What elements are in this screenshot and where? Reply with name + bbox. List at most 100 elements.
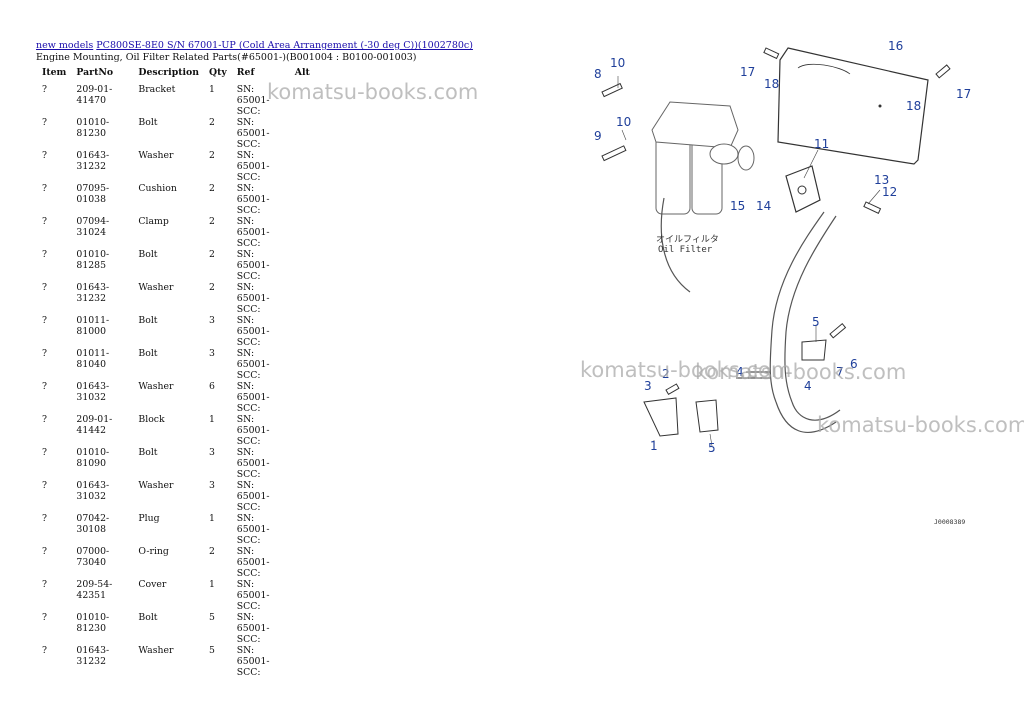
breadcrumb-link-new-models[interactable]: new models xyxy=(36,40,94,51)
callout-label-10: 10 xyxy=(610,56,625,70)
cell-ref: SN: 65001-SCC: xyxy=(236,546,270,579)
callout-label-18: 18 xyxy=(764,77,779,91)
cell-alt xyxy=(289,612,314,645)
cell-alt xyxy=(289,546,314,579)
cell-description: Cushion xyxy=(138,183,177,194)
cell-partno: 07042-30108 xyxy=(76,513,110,535)
col-header-qty: Qty xyxy=(209,66,227,78)
cell-description: Block xyxy=(138,414,165,425)
callout-label-2: 2 xyxy=(662,367,670,381)
callout-label-14: 14 xyxy=(756,199,771,213)
cell-ref: SN: 65001-SCC: xyxy=(236,612,270,645)
cell-description: Washer xyxy=(138,645,174,656)
cell-alt xyxy=(289,348,314,381)
callout-label-12: 12 xyxy=(882,185,897,199)
callout-label-4: 4 xyxy=(804,379,812,393)
cover-plate xyxy=(777,47,929,165)
cell-description: Bolt xyxy=(138,117,158,128)
cell-alt xyxy=(289,117,314,150)
callout-label-4: 4 xyxy=(736,365,744,379)
cell-ref: SN: 65001-SCC: xyxy=(236,381,270,414)
cell-alt xyxy=(289,381,314,414)
col-header-partno: PartNo xyxy=(76,66,114,78)
cell-alt xyxy=(289,249,314,282)
parts-table: Item PartNo Description Qty Ref Alt ?209… xyxy=(36,66,314,679)
bracket-1 xyxy=(643,397,679,437)
cell-partno: 07000-73040 xyxy=(76,546,110,568)
cell-partno: 01643-31232 xyxy=(76,282,110,304)
cell-qty: 3 xyxy=(209,315,215,326)
cell-alt xyxy=(289,480,314,513)
cell-qty: 2 xyxy=(209,546,215,557)
cell-description: Bolt xyxy=(138,348,158,359)
cell-partno: 01010-81230 xyxy=(76,117,110,139)
cell-qty: 2 xyxy=(209,282,215,293)
cell-qty: 1 xyxy=(209,513,215,524)
callout-label-17: 17 xyxy=(740,65,755,79)
cell-qty: 3 xyxy=(209,348,215,359)
cell-item: ? xyxy=(42,117,47,128)
cell-item: ? xyxy=(42,447,47,458)
callout-label-11: 11 xyxy=(814,137,829,151)
cell-qty: 1 xyxy=(209,414,215,425)
cell-partno: 07094-31024 xyxy=(76,216,110,238)
clamp-5-upper xyxy=(801,339,827,361)
cell-ref: SN: 65001-SCC: xyxy=(236,348,270,381)
breadcrumb-link-model[interactable]: PC800SE-8E0 S/N 67001-UP (Cold Area Arra… xyxy=(96,40,473,51)
cell-item: ? xyxy=(42,645,47,656)
cell-description: Cover xyxy=(138,579,167,590)
cell-qty: 2 xyxy=(209,249,215,260)
cell-qty: 2 xyxy=(209,216,215,227)
cell-qty: 1 xyxy=(209,579,215,590)
col-header-alt: Alt xyxy=(294,66,310,78)
cell-alt xyxy=(289,84,314,117)
callout-label-9: 9 xyxy=(594,129,602,143)
table-row: ? 01643-31232 Washer 5 SN: 65001-SCC: xyxy=(36,645,314,678)
cell-description: Bolt xyxy=(138,612,158,623)
cell-ref: SN: 65001-SCC: xyxy=(236,84,270,117)
cell-description: Washer xyxy=(138,150,174,161)
cell-item: ? xyxy=(42,480,47,491)
cell-item: ? xyxy=(42,381,47,392)
cell-item: ? xyxy=(42,249,47,260)
cell-description: Clamp xyxy=(138,216,169,227)
cell-item: ? xyxy=(42,282,47,293)
callout-label-7: 7 xyxy=(836,365,844,379)
cell-partno: 01010-81285 xyxy=(76,249,110,271)
cell-alt xyxy=(289,282,314,315)
oil-filter-assembly xyxy=(651,101,755,215)
cell-alt xyxy=(289,579,314,612)
cell-partno: 01011-81000 xyxy=(76,315,110,337)
cell-item: ? xyxy=(42,513,47,524)
drawing-code: J0008389 xyxy=(934,518,965,526)
cell-description: Bolt xyxy=(138,249,158,260)
cell-partno: 01643-31232 xyxy=(76,645,110,667)
cell-item: ? xyxy=(42,612,47,623)
cell-ref: SN: 65001-SCC: xyxy=(236,513,270,546)
cell-alt xyxy=(289,150,314,183)
cell-description: Washer xyxy=(138,282,174,293)
cell-qty: 3 xyxy=(209,480,215,491)
callout-label-8: 8 xyxy=(594,67,602,81)
callout-label-18: 18 xyxy=(906,99,921,113)
oil-filter-jp-label: オイルフィルタ xyxy=(656,234,719,245)
cell-qty: 6 xyxy=(209,381,215,392)
cell-alt xyxy=(289,183,314,216)
callout-label-1: 1 xyxy=(650,439,658,453)
callout-label-5: 5 xyxy=(812,315,820,329)
cell-description: Washer xyxy=(138,381,174,392)
cell-qty: 5 xyxy=(209,645,215,656)
cell-ref: SN: 65001-SCC: xyxy=(236,183,270,216)
cell-ref: SN: 65001-SCC: xyxy=(236,645,270,678)
